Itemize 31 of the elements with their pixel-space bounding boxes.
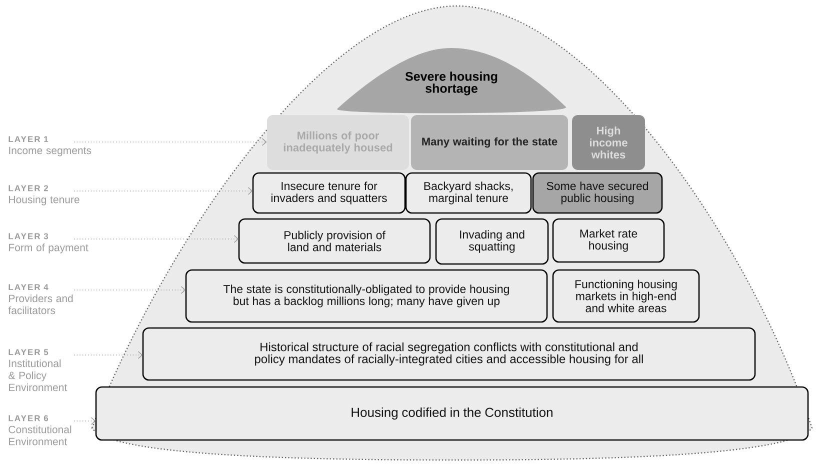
layer-box: Backyard shacks, marginal tenure <box>405 172 532 214</box>
leader-arrow <box>74 351 143 359</box>
layer-box: Insecure tenure for invaders and squatters <box>252 172 406 214</box>
layer-number: LAYER 5 <box>8 349 48 356</box>
leader-arrow <box>74 235 239 243</box>
layer-number: LAYER 3 <box>8 233 48 240</box>
layer-description: Income segments <box>9 146 92 156</box>
layer-number: LAYER 4 <box>8 284 48 290</box>
layer-description: Form of payment <box>9 244 88 254</box>
leader-arrow <box>74 417 96 425</box>
shortage-blob: Severe housing shortage <box>337 48 566 114</box>
layer-box: High income whites <box>572 115 645 170</box>
layer-box: Housing codified in the Constitution <box>95 386 809 441</box>
layer-box: Publicly provision of land and materials <box>238 218 431 264</box>
layer-box: Invading and squatting <box>435 218 549 265</box>
layer-number: LAYER 6 <box>8 415 48 422</box>
leader-arrow <box>74 187 253 195</box>
layer-description: Constitutional Environment <box>8 426 72 446</box>
layer-description: Housing tenure <box>9 196 80 206</box>
layer-box: Historical structure of racial segregation conflicts with constitutional and policy mandates of racially-integrated cities and accessible housing for all <box>142 327 756 381</box>
layer-box: Functioning housing markets in high-end and white areas <box>552 269 700 323</box>
layer-number: LAYER 1 <box>8 136 48 142</box>
layer-box: Many waiting for the state <box>411 115 568 170</box>
layer-description: Providers and facilitators <box>8 294 73 314</box>
layer-box: The state is constitutionally-obligated to provide housing but has a backlog millions long; many have given up <box>185 269 548 323</box>
layer-number: LAYER 2 <box>8 185 48 192</box>
layer-box: Market rate housing <box>552 218 665 263</box>
leader-arrow <box>74 138 267 146</box>
layer-box: Some have secured public housing <box>532 172 663 214</box>
leader-arrow <box>74 286 186 294</box>
layer-description: Institutional & Policy Environment <box>8 359 68 392</box>
